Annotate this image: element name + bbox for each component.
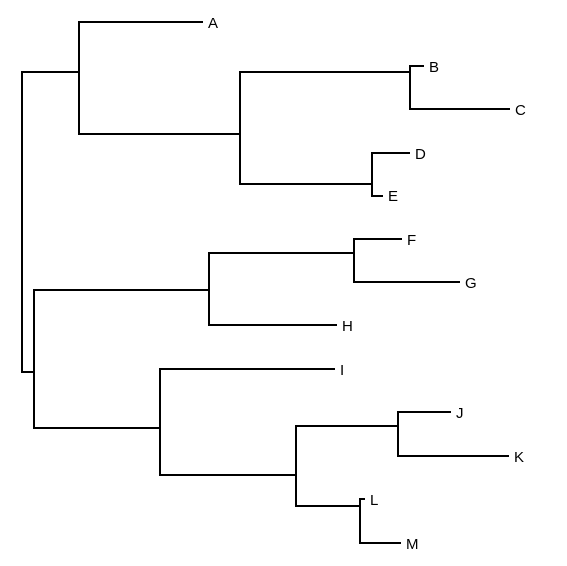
leaf-label-c: C — [515, 102, 526, 119]
leaf-label-d: D — [415, 146, 426, 163]
leaf-label-b: B — [429, 59, 439, 76]
leaf-label-m: M — [406, 536, 419, 553]
leaf-label-e: E — [388, 188, 398, 205]
leaf-label-a: A — [208, 15, 218, 32]
leaf-label-i: I — [340, 362, 344, 379]
branches — [21, 21, 510, 544]
leaf-label-k: K — [514, 449, 524, 466]
leaf-label-f: F — [407, 232, 416, 249]
leaf-label-j: J — [456, 405, 464, 422]
leaf-label-g: G — [465, 275, 477, 292]
leaf-label-l: L — [370, 492, 378, 509]
leaf-labels: A B C D E F G H I J K L M — [208, 15, 526, 553]
leaf-label-h: H — [342, 318, 353, 335]
